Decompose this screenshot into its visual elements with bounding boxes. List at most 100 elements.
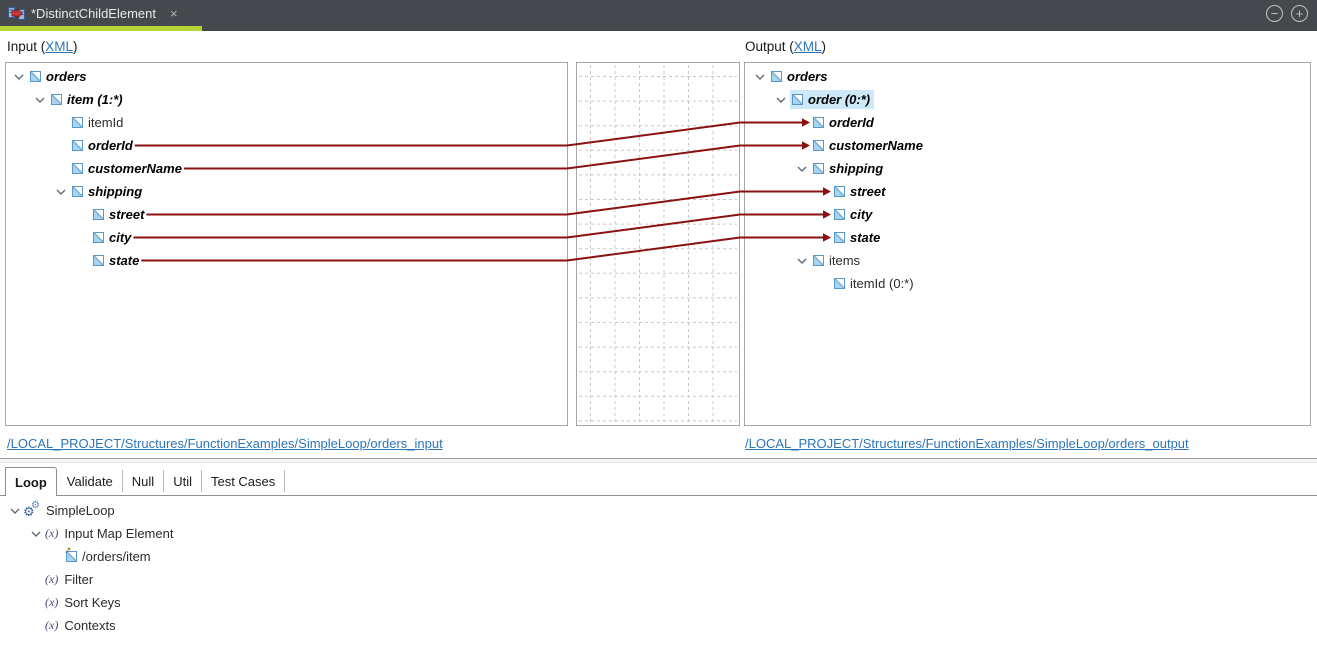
xml-element-icon <box>834 232 845 243</box>
tree-node-items[interactable]: items <box>745 249 1310 272</box>
tree-node-label: city <box>850 207 873 222</box>
tab-validate[interactable]: Validate <box>57 470 123 492</box>
chevron-down-icon <box>776 97 786 103</box>
editor-tab[interactable]: *DistinctChildElement × <box>0 0 202 26</box>
input-label: Input ( <box>7 39 46 54</box>
tree-node-street[interactable]: street <box>6 203 567 226</box>
tree-node-label: city <box>109 230 132 245</box>
tree-node-orderid[interactable]: orderId <box>6 134 567 157</box>
tree-node-filter[interactable]: (x)Filter <box>2 568 173 591</box>
tree-node-label: customerName <box>829 138 923 153</box>
output-section-header: Output (XML) <box>745 39 827 54</box>
tree-node-city[interactable]: city <box>745 203 1310 226</box>
tree-node-shipping[interactable]: shipping <box>745 157 1310 180</box>
tree-node-label: Contexts <box>64 618 116 633</box>
tree-node-label: street <box>109 207 145 222</box>
tree-node-simpleloop[interactable]: ⚙⚙ SimpleLoop <box>2 499 173 522</box>
tree-node-orders[interactable]: orders <box>745 65 1310 88</box>
xml-element-icon <box>771 71 782 82</box>
xml-element-icon <box>792 94 803 105</box>
maximize-icon[interactable]: + <box>1291 5 1308 22</box>
tree-node-label: items <box>829 253 861 268</box>
tree-node-label: itemId (0:*) <box>850 276 914 291</box>
tree-node-label: Input Map Element <box>64 526 174 541</box>
tree-node-order-0[interactable]: order (0:*) <box>745 88 1310 111</box>
xml-element-icon <box>93 255 104 266</box>
xml-element-icon <box>813 255 824 266</box>
minimize-icon[interactable]: − <box>1266 5 1283 22</box>
tree-node-label: orderId <box>829 115 874 130</box>
tree-node-label: itemId <box>88 115 124 130</box>
map-file-icon <box>8 6 25 20</box>
tree-node-label: order (0:*) <box>808 92 871 107</box>
input-path-link[interactable]: /LOCAL_PROJECT/Structures/FunctionExampl… <box>7 436 443 451</box>
tree-node-itemid-0[interactable]: itemId (0:*) <box>745 272 1310 295</box>
tree-node-label: orders <box>46 69 87 84</box>
xml-element-icon <box>834 186 845 197</box>
tree-node-label: /orders/item <box>82 549 151 564</box>
tree-node-customername[interactable]: customerName <box>6 157 567 180</box>
tree-node-input-map-element[interactable]: (x) Input Map Element <box>2 522 173 545</box>
tree-node-label: orders <box>787 69 828 84</box>
xml-element-icon <box>72 186 83 197</box>
chevron-down-icon <box>797 166 807 172</box>
chevron-down-icon <box>14 74 24 80</box>
chevron-down-icon <box>31 531 41 537</box>
tree-node-orderid[interactable]: orderId <box>745 111 1310 134</box>
xml-element-icon <box>813 117 824 128</box>
tree-node-label: shipping <box>88 184 143 199</box>
tab-close-icon[interactable]: × <box>170 5 178 21</box>
gears-icon: ⚙⚙ <box>23 499 40 519</box>
chevron-down-icon <box>797 258 807 264</box>
function-icon: (x) <box>45 618 59 632</box>
tree-node-label: shipping <box>829 161 884 176</box>
tab-loop[interactable]: Loop <box>5 467 57 496</box>
tree-node-label: Sort Keys <box>64 595 121 610</box>
active-tab-underline <box>0 26 202 31</box>
output-path-link[interactable]: /LOCAL_PROJECT/Structures/FunctionExampl… <box>745 436 1189 451</box>
input-tree: orders item (1:*) itemId orderId customerNam… <box>6 63 567 272</box>
tree-node-state[interactable]: state <box>745 226 1310 249</box>
chevron-down-icon <box>35 97 45 103</box>
tree-node-label: item (1:*) <box>67 92 123 107</box>
function-icon: (x) <box>45 526 59 540</box>
xml-element-icon <box>813 140 824 151</box>
editor-tab-title: *DistinctChildElement <box>31 5 156 21</box>
tree-node-orders[interactable]: orders <box>6 65 567 88</box>
selected-node-highlight: order (0:*) <box>790 90 875 109</box>
output-tree: orders order (0:*) orderId customerName ship… <box>745 63 1310 295</box>
tab-util[interactable]: Util <box>164 470 202 492</box>
xml-element-icon <box>834 209 845 220</box>
input-xml-link[interactable]: XML <box>45 39 74 54</box>
tab-test-cases[interactable]: Test Cases <box>201 470 286 492</box>
tree-node-street[interactable]: street <box>745 180 1310 203</box>
tab-null[interactable]: Null <box>122 470 165 492</box>
tree-node-item-1[interactable]: item (1:*) <box>6 88 567 111</box>
xml-element-icon <box>834 278 845 289</box>
chevron-down-icon <box>755 74 765 80</box>
tree-node-sort-keys[interactable]: (x) Sort Keys <box>2 591 173 614</box>
tree-node-contexts[interactable]: (x) Contexts <box>2 614 173 637</box>
function-icon: (x) <box>45 595 59 609</box>
xml-element-icon <box>51 94 62 105</box>
xml-element-ref-icon: ↗ <box>64 545 77 562</box>
output-xml-link[interactable]: XML <box>793 39 822 54</box>
xml-element-icon <box>72 163 83 174</box>
tree-node-orders-item[interactable]: ↗ /orders/item <box>2 545 173 568</box>
horizontal-sash[interactable] <box>0 458 1317 463</box>
tree-node-label: customerName <box>88 161 182 176</box>
tree-node-label: Filter <box>64 572 94 587</box>
tree-node-state[interactable]: state <box>6 249 567 272</box>
tree-node-customername[interactable]: customerName <box>745 134 1310 157</box>
tree-node-label: state <box>850 230 881 245</box>
xml-element-icon <box>93 209 104 220</box>
tree-node-label: SimpleLoop <box>46 503 115 518</box>
tree-node-itemid[interactable]: itemId <box>6 111 567 134</box>
output-label: Output ( <box>745 39 794 54</box>
chevron-down-icon <box>56 189 66 195</box>
tree-node-label: state <box>109 253 140 268</box>
tree-node-label: street <box>850 184 886 199</box>
tree-node-city[interactable]: city <box>6 226 567 249</box>
mapping-grid-panel <box>576 62 740 426</box>
tree-node-shipping[interactable]: shipping <box>6 180 567 203</box>
